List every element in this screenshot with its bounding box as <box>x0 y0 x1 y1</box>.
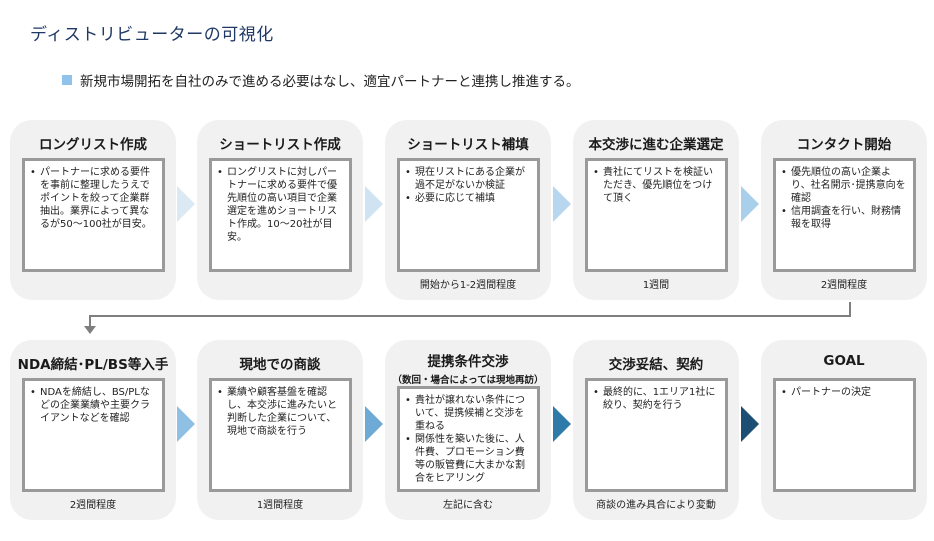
flow-arrow-icon <box>365 406 383 442</box>
step-description-box: ロングリストに対しパートナーに求める要件で優先順位の高い項目で企業選定を進めショ… <box>209 158 352 272</box>
step-bullet: 関係性を築いた後に、人件費、プロモーション費等の販管費に大まかな割合をヒアリング <box>404 433 532 485</box>
step-card-longlist: ロングリスト作成 パートナーに求める要件を事前に整理したうえでポイントを絞って企… <box>10 120 176 300</box>
step-card-onsite-meeting: 現地での商談 業績や顧客基盤を確認し、本交渉に進みたいと判断した企業について、現… <box>197 340 363 520</box>
step-card-nda: NDA締結･PL/BS等入手 NDAを締結し、BS/PLなどの企業業績や主要クラ… <box>10 340 176 520</box>
subtitle-text: 新規市場開拓を自社のみで進める必要はなし、適宜パートナーと連携し推進する。 <box>80 74 580 90</box>
step-title: 提携条件交渉 <box>427 354 509 370</box>
step-title: GOAL <box>823 353 865 369</box>
flow-arrow-icon <box>553 186 571 222</box>
step-duration: 1週間 <box>642 280 670 291</box>
step-card-shortlist-supplement: ショートリスト補填 現在リストにある企業が過不足がないか検証 必要に応じて補填 … <box>385 120 551 300</box>
step-card-terms-negotiation: 提携条件交渉 （数回・場合によっては現地再訪） 貴社が譲れない条件について、提携… <box>385 340 551 520</box>
step-bullet: 業績や顧客基盤を確認し、本交渉に進みたいと判断した企業について、現地で商談を行う <box>216 386 344 438</box>
step-title: ロングリスト作成 <box>39 137 147 153</box>
step-duration: 開始から1-2週間程度 <box>419 280 517 291</box>
connector-arrow-down-icon <box>84 326 96 334</box>
step-title: NDA締結･PL/BS等入手 <box>17 357 169 373</box>
step-title-sub: （数回・場合によっては現地再訪） <box>392 375 544 386</box>
step-card-contract: 交渉妥結、契約 最終的に、1エリア1社に絞り、契約を行う 商談の進み具合により変… <box>573 340 739 520</box>
flow-arrow-icon <box>741 186 759 222</box>
flow-arrow-icon <box>177 406 195 442</box>
step-duration: 2週間程度 <box>69 500 117 511</box>
flow-arrow-icon <box>741 406 759 442</box>
step-bullet: 最終的に、1エリア1社に絞り、契約を行う <box>592 386 720 412</box>
page-title: ディストリビューターの可視化 <box>30 25 274 45</box>
flow-arrow-icon <box>553 406 571 442</box>
connector-line <box>849 302 851 316</box>
step-bullet: 貴社にてリストを検証いただき、優先順位をつけて頂く <box>592 166 720 205</box>
step-title: 交渉妥結、契約 <box>608 357 704 373</box>
step-title: ショートリスト補填 <box>407 137 529 153</box>
step-description-box: 最終的に、1エリア1社に絞り、契約を行う <box>585 378 728 492</box>
step-bullet: パートナーに求める要件を事前に整理したうえでポイントを絞って企業群抽出。業界によ… <box>29 166 157 231</box>
step-duration: 左記に含む <box>443 500 493 511</box>
subtitle: 新規市場開拓を自社のみで進める必要はなし、適宜パートナーと連携し推進する。 <box>62 70 580 90</box>
step-duration: 商談の進み具合により変動 <box>596 500 716 511</box>
step-description-box: 業績や顧客基盤を確認し、本交渉に進みたいと判断した企業について、現地で商談を行う <box>209 378 352 492</box>
step-card-company-selection: 本交渉に進む企業選定 貴社にてリストを検証いただき、優先順位をつけて頂く 1週間 <box>573 120 739 300</box>
step-card-shortlist: ショートリスト作成 ロングリストに対しパートナーに求める要件で優先順位の高い項目… <box>197 120 363 300</box>
step-description-box: 貴社にてリストを検証いただき、優先順位をつけて頂く <box>585 158 728 272</box>
square-bullet-icon <box>62 75 72 85</box>
step-title-group: 提携条件交渉 （数回・場合によっては現地再訪） <box>385 350 551 386</box>
step-description-box: パートナーに求める要件を事前に整理したうえでポイントを絞って企業群抽出。業界によ… <box>22 158 165 272</box>
step-title: ショートリスト作成 <box>219 137 341 153</box>
step-bullet: 貴社が譲れない条件について、提携候補と交渉を重ねる <box>404 394 532 433</box>
step-card-goal: GOAL パートナーの決定 <box>761 340 927 520</box>
step-description-box: 貴社が譲れない条件について、提携候補と交渉を重ねる 関係性を築いた後に、人件費、… <box>397 386 540 492</box>
step-description-box: 優先順位の高い企業より、社名開示･提携意向を確認 信用調査を行い、財務情報を取得 <box>773 158 916 272</box>
step-title: コンタクト開始 <box>796 137 892 153</box>
step-bullet: 信用調査を行い、財務情報を取得 <box>780 205 908 231</box>
step-description-box: 現在リストにある企業が過不足がないか検証 必要に応じて補填 <box>397 158 540 272</box>
flow-arrow-icon <box>177 186 195 222</box>
step-description-box: NDAを締結し、BS/PLなどの企業業績や主要クライアントなどを確認 <box>22 378 165 492</box>
step-card-contact-start: コンタクト開始 優先順位の高い企業より、社名開示･提携意向を確認 信用調査を行い… <box>761 120 927 300</box>
flow-arrow-icon <box>365 186 383 222</box>
step-description-box: パートナーの決定 <box>773 378 916 492</box>
step-bullet: ロングリストに対しパートナーに求める要件で優先順位の高い項目で企業選定を進めショ… <box>216 166 344 244</box>
step-bullet: 優先順位の高い企業より、社名開示･提携意向を確認 <box>780 166 908 205</box>
step-duration: 1週間程度 <box>256 500 304 511</box>
step-bullet: 現在リストにある企業が過不足がないか検証 <box>404 166 532 192</box>
step-title: 本交渉に進む企業選定 <box>588 137 724 153</box>
connector-line <box>89 315 91 328</box>
step-bullet: パートナーの決定 <box>780 386 908 399</box>
step-bullet: NDAを締結し、BS/PLなどの企業業績や主要クライアントなどを確認 <box>29 386 157 425</box>
connector-line <box>89 315 851 317</box>
step-duration: 2週間程度 <box>820 280 868 291</box>
step-bullet: 必要に応じて補填 <box>404 192 532 205</box>
step-title: 現地での商談 <box>239 357 321 373</box>
